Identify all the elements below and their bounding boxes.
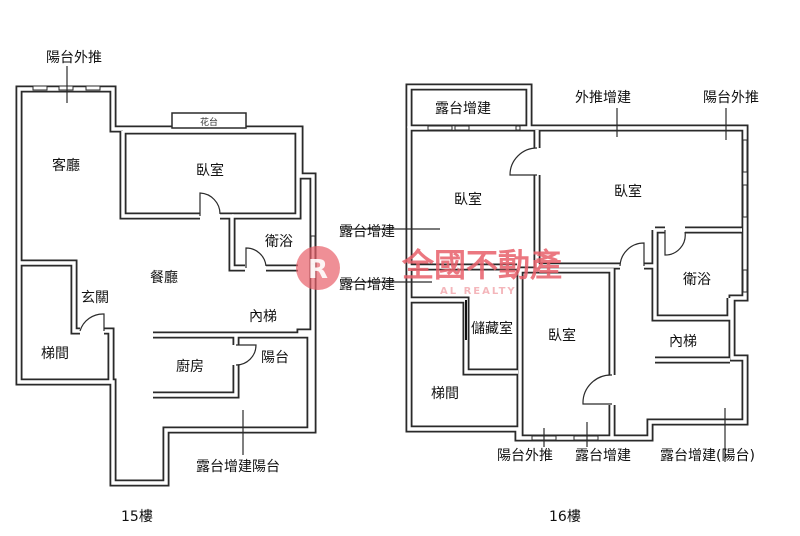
label-inner-stairs: 內梯: [249, 309, 277, 325]
label-kitchen: 廚房: [176, 358, 204, 375]
floor-15-doors: [79, 192, 267, 366]
door-arc: [664, 230, 686, 256]
label-terrace-extension-left-1: 露台增建: [339, 224, 395, 240]
label-planter: 花台: [200, 116, 218, 128]
door-arc: [199, 192, 221, 216]
floor-16-doors: [509, 147, 686, 405]
label-balcony-push-out-bottom: 陽台外推: [497, 448, 553, 464]
label-bedroom-left: 臥室: [454, 191, 482, 208]
floor-15-caption: 15樓: [121, 509, 153, 525]
floor-16-plan: 露台增建 外推增建 陽台外推 臥室 臥室 衛浴 儲藏室 臥室 內梯 梯間 露台增…: [339, 83, 759, 525]
label-bedroom: 臥室: [196, 162, 224, 179]
door-arc: [235, 344, 257, 366]
label-foyer: 玄關: [81, 289, 109, 306]
label-bedroom-middle: 臥室: [548, 327, 576, 344]
label-living-room: 客廳: [52, 157, 80, 174]
label-push-out-extension: 外推增建: [575, 90, 631, 106]
label-terrace-extension-balcony: 露台增建(陽台): [660, 448, 755, 464]
floor-15-plan: 花台 陽台外推 客廳 臥室 衛浴 餐廳 玄關 梯間 內梯 廚房 陽台 露台增建陽…: [15, 50, 317, 525]
watermark: R 全國不動產 AL REALTY: [296, 246, 562, 297]
label-bathroom: 衛浴: [683, 272, 711, 288]
label-stairwell: 梯間: [41, 346, 69, 362]
label-dining-room: 餐廳: [150, 269, 178, 286]
floor-16-caption: 16樓: [549, 509, 581, 525]
watermark-brand: 全國不動產: [401, 246, 562, 284]
label-inner-stairs: 內梯: [669, 334, 697, 350]
label-stairwell: 梯間: [431, 386, 459, 402]
floor-15-walls: [15, 85, 317, 487]
label-balcony: 陽台: [261, 350, 289, 366]
watermark-logo-icon: [296, 246, 340, 290]
label-terrace-extension-bottom: 露台增建: [575, 448, 631, 464]
door-arc: [619, 242, 645, 267]
label-bedroom-main: 臥室: [614, 183, 642, 200]
door-arc: [582, 374, 613, 405]
label-terrace-extension-balcony: 露台增建陽台: [196, 459, 280, 475]
label-balcony-push-out-top: 陽台外推: [703, 90, 759, 106]
label-storage-room: 儲藏室: [471, 320, 513, 337]
door-arc: [509, 147, 538, 176]
floor-16-walls: [405, 83, 749, 442]
watermark-subtitle: AL REALTY: [440, 286, 517, 297]
door-arc: [245, 247, 267, 268]
label-terrace-extension-top: 露台增建: [435, 101, 491, 117]
door-arc: [79, 313, 105, 332]
label-bathroom: 衛浴: [265, 234, 293, 250]
label-terrace-extension-left-2: 露台增建: [339, 277, 395, 293]
label-balcony-push-out: 陽台外推: [46, 50, 102, 66]
watermark-logo-letter: R: [308, 255, 328, 285]
planter-box: [171, 112, 247, 129]
